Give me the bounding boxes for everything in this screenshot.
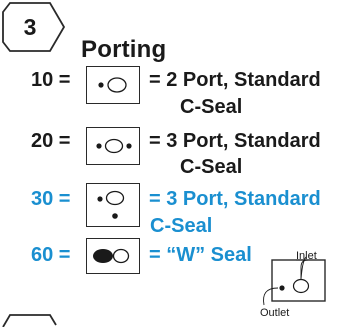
next-section-badge [2, 314, 57, 327]
option-desc-10-line2: C-Seal [180, 96, 243, 118]
w-seal-icon [86, 238, 140, 274]
section-title: Porting [81, 36, 167, 63]
three-port-below-icon [86, 183, 140, 227]
option-desc-20-line2: C-Seal [180, 156, 243, 178]
outlet-port-dot [279, 285, 285, 291]
outlet-label: Outlet [260, 307, 290, 319]
option-code-60: 60 = [31, 244, 71, 266]
three-port-icon [86, 127, 140, 165]
port-diagram [263, 256, 326, 306]
option-desc-10: = 2 Port, Standard [149, 69, 321, 91]
two-port-icon [86, 66, 140, 104]
option-code-10: 10 = [31, 69, 71, 91]
option-desc-30-line2: C-Seal [150, 215, 213, 237]
inlet-port-circle [292, 278, 310, 294]
option-desc-60: = “W” Seal [149, 244, 252, 266]
inlet-label: Inlet [296, 250, 317, 262]
option-desc-20: = 3 Port, Standard [149, 130, 321, 152]
section-number-badge [2, 2, 66, 52]
option-desc-30: = 3 Port, Standard [149, 188, 321, 210]
section-number: 3 [23, 14, 37, 40]
option-code-30: 30 = [31, 188, 71, 210]
option-code-20: 20 = [31, 130, 71, 152]
